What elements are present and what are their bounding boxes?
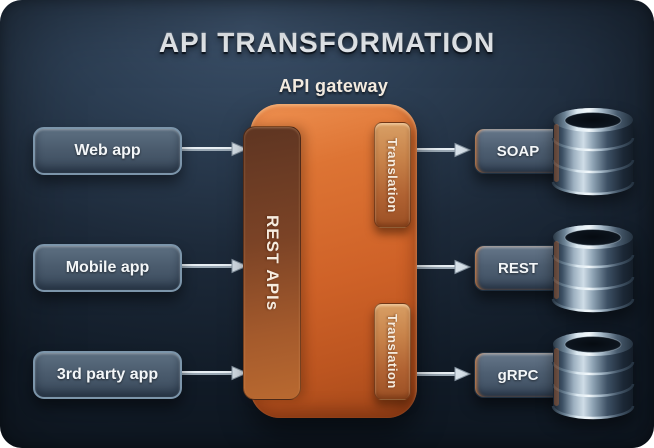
database-icon [551, 106, 635, 196]
diagram-title: API TRANSFORMATION [158, 27, 496, 58]
rest-apis-label: REST APIs [263, 214, 282, 312]
arrow-right-icon [416, 366, 472, 382]
node-label: SOAP [496, 142, 540, 160]
arrow-right-icon [175, 141, 249, 157]
arrow-right-icon [416, 142, 472, 158]
rest-apis-panel: REST APIs [243, 126, 301, 400]
node-3rd-party-app: 3rd party app [33, 351, 182, 399]
arrow-right-icon [175, 365, 249, 381]
node-soap: SOAP [474, 128, 566, 174]
translation-pill-top: Translation [374, 122, 411, 228]
translation-label: Translation [385, 137, 400, 213]
translation-pill-bottom: Translation [374, 303, 411, 400]
node-label: 3rd party app [56, 366, 159, 383]
node-rest: REST [474, 245, 566, 291]
database-icon [551, 223, 635, 313]
node-label: gRPC [497, 366, 539, 384]
database-icon [551, 330, 635, 420]
node-label: REST [497, 259, 538, 277]
node-web-app: Web app [33, 127, 182, 175]
node-grpc: gRPC [474, 352, 566, 398]
translation-label: Translation [385, 314, 400, 389]
gateway-label: API gateway [278, 76, 389, 96]
arrow-right-icon [175, 258, 249, 274]
node-mobile-app: Mobile app [33, 244, 182, 292]
arrow-right-icon [416, 259, 472, 275]
node-label: Web app [74, 142, 141, 159]
api-gateway-box: REST APIs Translation Translation [243, 104, 417, 418]
node-label: Mobile app [65, 259, 150, 276]
